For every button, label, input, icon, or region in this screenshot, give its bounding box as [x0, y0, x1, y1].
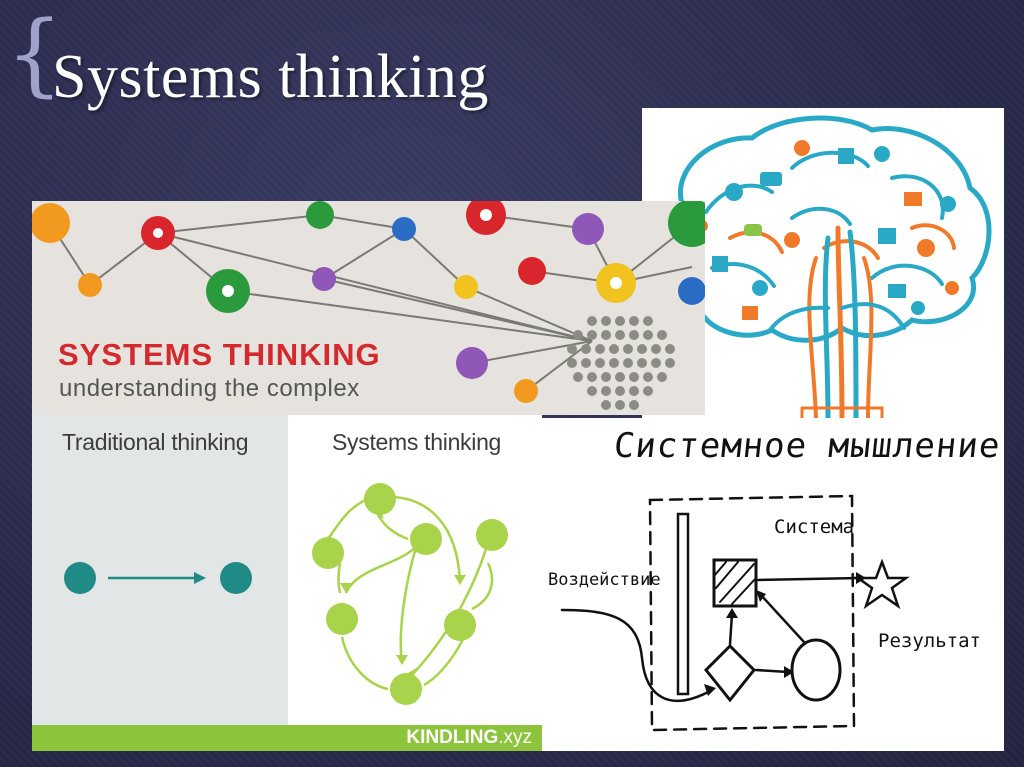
loop-diagram [312, 483, 508, 705]
kindling-footer-left [32, 725, 288, 751]
crowd-grid [567, 316, 675, 410]
russian-system-diagram: Системное мышление Система Воздействие Р… [542, 418, 1004, 751]
traditional-heading: Traditional thinking [62, 429, 249, 455]
end-node [220, 562, 252, 594]
ru-result-label: Результат [878, 630, 981, 652]
banner-title: SYSTEMS THINKING [58, 337, 381, 372]
traditional-thinking-panel: Traditional thinking [32, 415, 288, 751]
kindling-brand: KINDLING [406, 727, 499, 748]
systems-thinking-banner: SYSTEMS THINKING understanding the compl… [32, 201, 705, 415]
systems-heading: Systems thinking [332, 429, 502, 455]
hand-diagram [560, 494, 910, 732]
ru-system-label: Система [774, 516, 855, 538]
kindling-footer: KINDLING.xyz [288, 725, 542, 751]
banner-network [32, 201, 705, 410]
slide-title: Systems thinking [52, 43, 489, 111]
linear-diagram [64, 562, 252, 594]
ru-input-label: Воздействие [548, 570, 661, 590]
kindling-logo: KINDLING.xyz [406, 727, 532, 749]
brain-illustration [667, 115, 992, 418]
systems-thinking-panel: Systems thinking [288, 415, 542, 751]
brace-icon: { [6, 2, 64, 107]
start-node [64, 562, 96, 594]
kindling-domain: .xyz [498, 727, 532, 748]
banner-subtitle: understanding the complex [59, 375, 360, 402]
